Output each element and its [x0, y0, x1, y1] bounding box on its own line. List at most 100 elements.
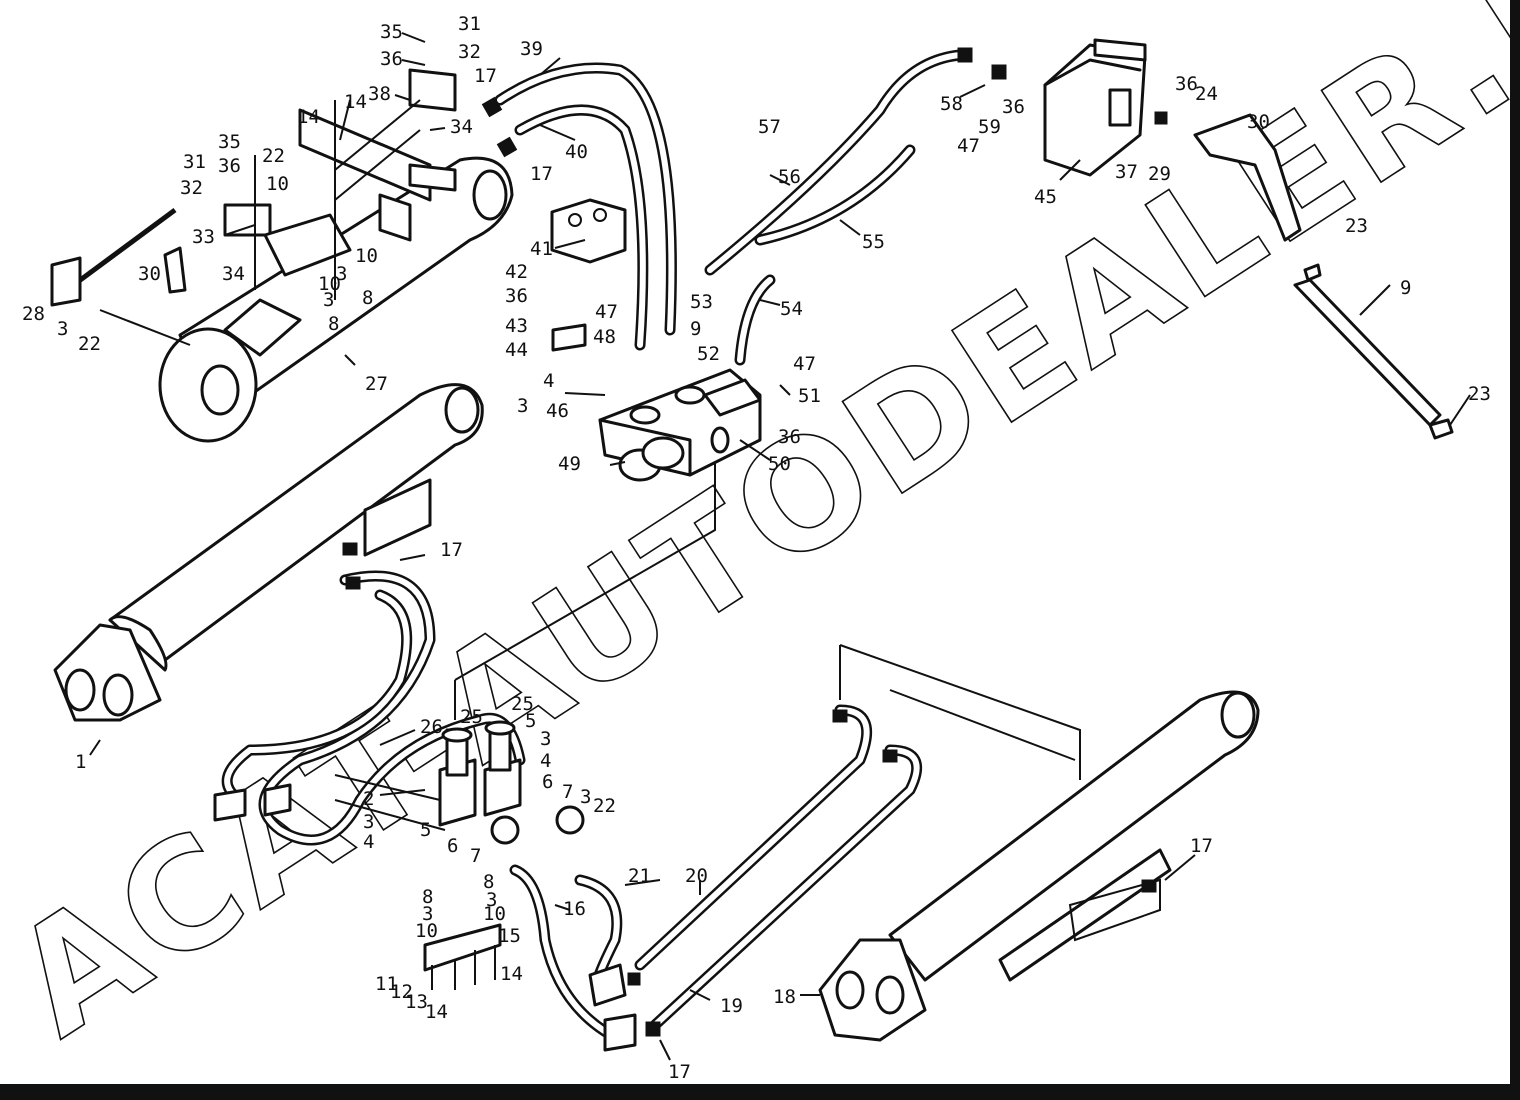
part-label-3: 3	[486, 889, 497, 911]
part-label-13: 13	[405, 991, 428, 1013]
part-label-38: 38	[368, 83, 391, 105]
part-label-5: 5	[525, 710, 536, 732]
part-label-47: 47	[793, 353, 816, 375]
part-label-37: 37	[1115, 161, 1138, 183]
part-label-14: 14	[425, 1001, 448, 1023]
part-label-3: 3	[517, 395, 528, 417]
part-label-44: 44	[505, 339, 528, 361]
part-label-34: 34	[450, 116, 473, 138]
part-label-31: 31	[183, 151, 206, 173]
part-label-49: 49	[558, 453, 581, 475]
part-label-57: 57	[758, 116, 781, 138]
part-label-45: 45	[1034, 186, 1057, 208]
part-label-10: 10	[483, 903, 506, 925]
part-label-23: 23	[1345, 215, 1368, 237]
valve-block-41	[550, 198, 627, 352]
part-label-32: 32	[458, 41, 481, 63]
part-label-58: 58	[940, 93, 963, 115]
part-label-36: 36	[218, 155, 241, 177]
part-label-22: 22	[262, 145, 285, 167]
part-label-59: 59	[978, 116, 1001, 138]
part-label-24: 24	[1195, 83, 1218, 105]
part-label-52: 52	[697, 343, 720, 365]
part-label-12: 12	[390, 981, 413, 1003]
part-label-26: 26	[420, 716, 443, 738]
part-label-5: 5	[420, 819, 431, 841]
part-label-8: 8	[328, 313, 339, 335]
part-label-6: 6	[447, 835, 458, 857]
pump-45	[1043, 38, 1147, 177]
clamp-bracket-15	[213, 783, 637, 1052]
part-label-30: 30	[1247, 111, 1270, 133]
part-label-36: 36	[778, 426, 801, 448]
part-label-7: 7	[470, 845, 481, 867]
left-lift-cylinder	[53, 383, 484, 722]
part-label-19: 19	[720, 995, 743, 1017]
part-label-43: 43	[505, 315, 528, 337]
part-label-15: 15	[498, 925, 521, 947]
part-label-3: 3	[422, 903, 433, 925]
part-label-3: 3	[540, 728, 551, 750]
part-label-41: 41	[530, 238, 553, 260]
part-label-8: 8	[422, 886, 433, 908]
part-label-2: 2	[363, 788, 374, 810]
part-label-20: 20	[685, 865, 708, 887]
part-label-10: 10	[355, 245, 378, 267]
part-label-3: 3	[336, 263, 347, 285]
part-label-10: 10	[415, 920, 438, 942]
part-label-55: 55	[862, 231, 885, 253]
leader-lines	[89, 32, 1471, 1061]
part-label-4: 4	[543, 370, 554, 392]
part-label-31: 31	[458, 13, 481, 35]
part-label-40: 40	[565, 141, 588, 163]
frame-border-right	[1510, 0, 1520, 1100]
part-label-17: 17	[668, 1061, 691, 1083]
hydraulic-hoses	[221, 49, 966, 1046]
frame-border-bottom	[0, 1084, 1520, 1100]
part-label-3: 3	[363, 811, 374, 833]
part-label-7: 7	[562, 781, 573, 803]
part-label-50: 50	[768, 453, 791, 475]
part-label-46: 46	[546, 400, 569, 422]
part-label-33: 33	[192, 226, 215, 248]
part-label-30: 30	[138, 263, 161, 285]
part-label-8: 8	[483, 871, 494, 893]
part-label-36: 36	[1002, 96, 1025, 118]
part-label-1: 1	[75, 751, 86, 773]
hose-fittings	[342, 47, 1168, 1037]
part-label-54: 54	[780, 298, 803, 320]
part-label-28: 28	[22, 303, 45, 325]
part-label-14: 14	[297, 106, 320, 128]
part-label-21: 21	[628, 865, 651, 887]
part-label-51: 51	[798, 385, 821, 407]
upper-steering-cylinder	[158, 108, 514, 443]
part-label-29: 29	[1148, 163, 1171, 185]
part-label-35: 35	[218, 131, 241, 153]
tee-blocks	[334, 720, 585, 845]
bracket-28	[50, 207, 191, 346]
part-label-22: 22	[78, 333, 101, 355]
part-label-48: 48	[593, 326, 616, 348]
part-label-4: 4	[540, 750, 551, 772]
part-label-42: 42	[505, 261, 528, 283]
part-label-9: 9	[690, 318, 701, 340]
part-label-36: 36	[380, 48, 403, 70]
part-label-3: 3	[580, 786, 591, 808]
part-label-36: 36	[1175, 73, 1198, 95]
control-valve	[598, 368, 762, 482]
part-label-10: 10	[266, 173, 289, 195]
part-label-47: 47	[595, 301, 618, 323]
part-label-14: 14	[344, 91, 367, 113]
part-label-39: 39	[520, 38, 543, 60]
right-lift-cylinder	[818, 690, 1260, 1042]
part-label-23: 23	[1468, 383, 1491, 405]
upper-mounting-bracket	[254, 68, 457, 300]
part-label-4: 4	[363, 831, 374, 853]
part-label-3: 3	[57, 318, 68, 340]
part-label-32: 32	[180, 177, 203, 199]
part-label-16: 16	[563, 898, 586, 920]
part-label-36: 36	[505, 285, 528, 307]
part-label-9: 9	[1400, 277, 1411, 299]
